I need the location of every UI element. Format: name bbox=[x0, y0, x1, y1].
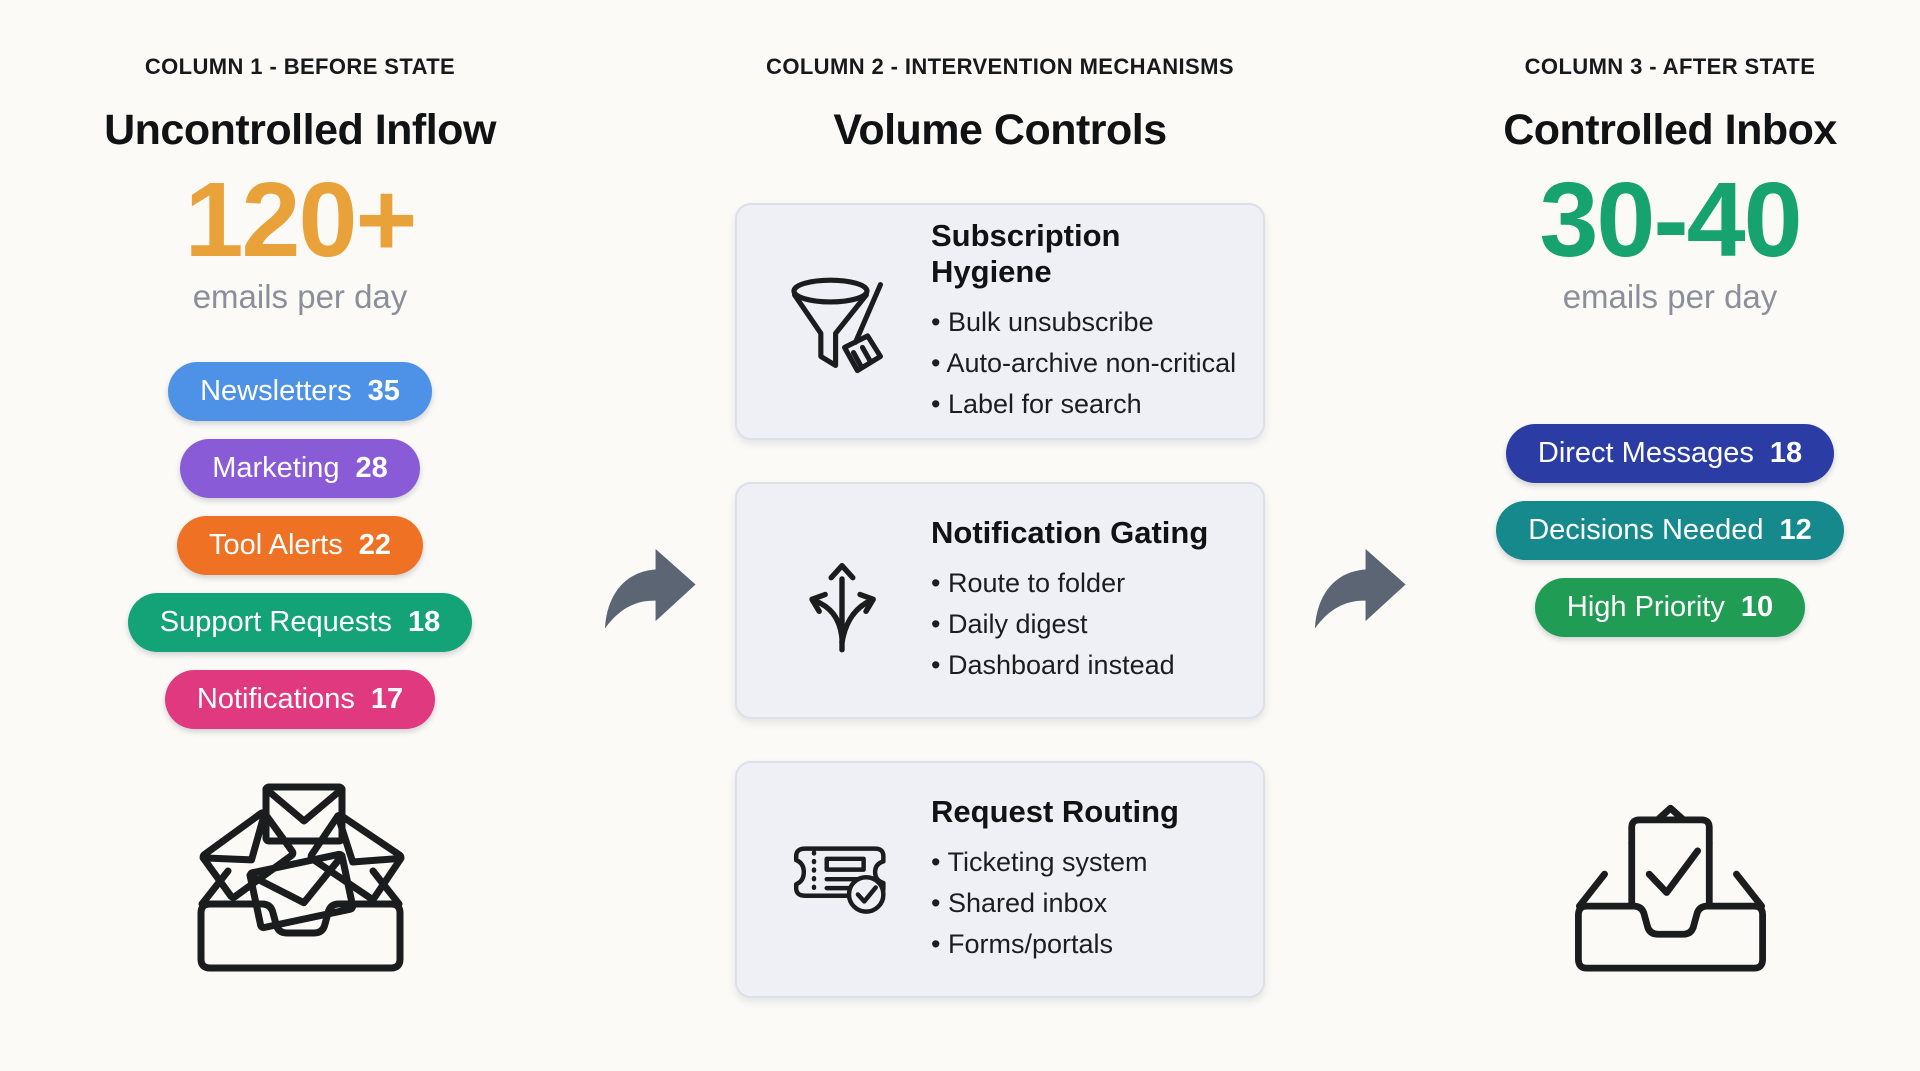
category-pill: Tool Alerts 22 bbox=[176, 516, 424, 576]
pill-label: Newsletters bbox=[200, 375, 352, 408]
curved-arrow-icon bbox=[605, 548, 696, 629]
before-metric-caption: emails per day bbox=[192, 278, 408, 316]
pill-count: 28 bbox=[355, 452, 388, 485]
category-pill: Decisions Needed 12 bbox=[1496, 501, 1844, 561]
card-bullet: Dashboard instead bbox=[931, 645, 1208, 686]
card-notification-gating: Notification Gating Route to folderDaily… bbox=[735, 482, 1265, 719]
overflowing-inbox-icon bbox=[188, 773, 413, 978]
branch-arrows-icon bbox=[767, 538, 917, 663]
pill-label: Marketing bbox=[212, 452, 340, 485]
card-subscription-hygiene: Subscription Hygiene Bulk unsubscribeAut… bbox=[735, 203, 1265, 440]
category-pill: Newsletters 35 bbox=[168, 362, 432, 422]
card-title: Notification Gating bbox=[931, 514, 1209, 550]
pill-count: 35 bbox=[367, 375, 400, 408]
card-bullet: Auto-archive non-critical bbox=[931, 343, 1237, 384]
pill-label: Support Requests bbox=[159, 606, 392, 639]
category-pill: Marketing 28 bbox=[180, 439, 420, 499]
pill-label: Decisions Needed bbox=[1528, 514, 1764, 547]
card-bullet-list: Bulk unsubscribeAuto-archive non-critica… bbox=[931, 302, 1237, 425]
pill-label: Tool Alerts bbox=[208, 529, 343, 562]
card-bullet: Label for search bbox=[931, 384, 1237, 425]
column-after-state: COLUMN 3 - AFTER STATE Controlled Inbox … bbox=[1420, 0, 1920, 1071]
column1-title: Uncontrolled Inflow bbox=[104, 106, 496, 154]
pill-count: 17 bbox=[370, 683, 404, 716]
column2-kicker: COLUMN 2 - INTERVENTION MECHANISMS bbox=[766, 54, 1234, 79]
card-bullet-list: Route to folderDaily digestDashboard ins… bbox=[931, 563, 1208, 686]
category-pill: High Priority 10 bbox=[1534, 578, 1806, 638]
card-bullet: Shared inbox bbox=[931, 883, 1179, 924]
column3-kicker: COLUMN 3 - AFTER STATE bbox=[1524, 54, 1816, 79]
after-metric-value: 30-40 bbox=[1539, 161, 1802, 279]
card-bullet-list: Ticketing systemShared inboxForms/portal… bbox=[931, 842, 1179, 965]
funnel-broom-icon bbox=[767, 259, 917, 384]
pill-count: 18 bbox=[407, 606, 441, 639]
column-before-state: COLUMN 1 - BEFORE STATE Uncontrolled Inf… bbox=[0, 0, 600, 1071]
card-request-routing: Request Routing Ticketing systemShared i… bbox=[735, 761, 1265, 998]
card-bullet: Ticketing system bbox=[931, 842, 1179, 883]
intervention-card-list: Subscription Hygiene Bulk unsubscribeAut… bbox=[735, 203, 1265, 998]
pill-label: Direct Messages bbox=[1537, 437, 1754, 470]
card-title: Request Routing bbox=[931, 793, 1179, 829]
pill-count: 12 bbox=[1779, 514, 1812, 547]
card-bullet: Forms/portals bbox=[931, 924, 1179, 965]
column3-title: Controlled Inbox bbox=[1503, 106, 1837, 154]
pill-label: Notifications bbox=[196, 683, 355, 716]
card-bullet: Daily digest bbox=[931, 604, 1208, 645]
card-bullet: Bulk unsubscribe bbox=[931, 302, 1237, 343]
before-metric-value: 120+ bbox=[184, 161, 418, 279]
pill-label: High Priority bbox=[1566, 591, 1725, 624]
category-pill: Direct Messages 18 bbox=[1505, 424, 1835, 484]
flow-arrow-zone-1 bbox=[600, 0, 700, 1071]
flow-arrow-zone-2 bbox=[1300, 0, 1420, 1071]
column-intervention-mechanisms: COLUMN 2 - INTERVENTION MECHANISMS Volum… bbox=[700, 0, 1300, 1071]
column1-kicker: COLUMN 1 - BEFORE STATE bbox=[144, 54, 456, 79]
inbox-check-icon bbox=[1563, 783, 1778, 978]
column2-title: Volume Controls bbox=[833, 106, 1167, 154]
card-bullet: Route to folder bbox=[931, 563, 1208, 604]
after-metric-caption: emails per day bbox=[1562, 278, 1778, 316]
category-pill: Support Requests 18 bbox=[127, 593, 473, 653]
pill-count: 22 bbox=[358, 529, 392, 562]
category-pill: Notifications 17 bbox=[164, 670, 436, 730]
ticket-check-icon bbox=[767, 822, 917, 937]
pill-count: 18 bbox=[1769, 437, 1803, 470]
curved-arrow-icon bbox=[1315, 548, 1406, 629]
pill-count: 10 bbox=[1740, 591, 1774, 624]
card-title: Subscription Hygiene bbox=[931, 217, 1121, 289]
